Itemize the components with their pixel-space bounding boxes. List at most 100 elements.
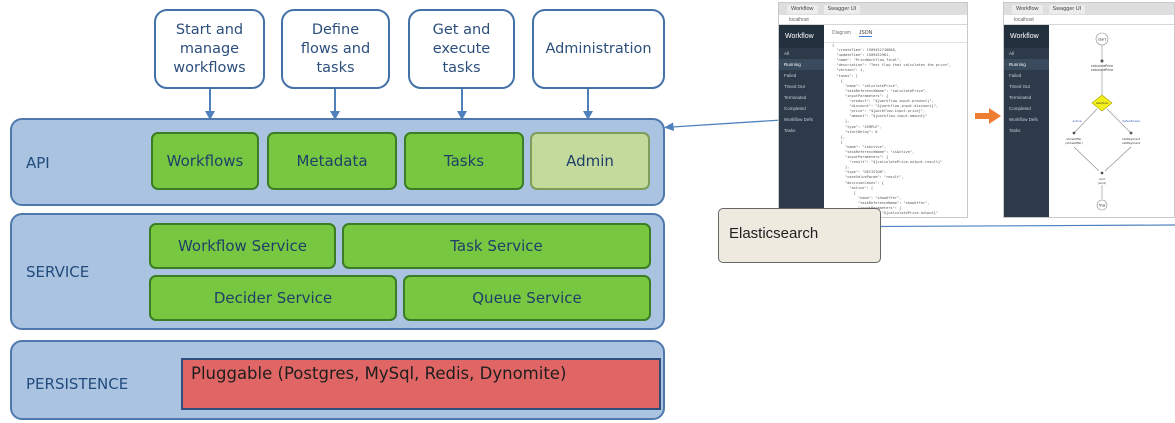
- json-code-line: "taskReferenceName": "showOffer",: [832, 200, 930, 205]
- sidebar-item: Running: [779, 59, 824, 70]
- sidebar-item: Tasks: [1009, 128, 1021, 133]
- task-node-ref: (showOffer): [1065, 141, 1083, 145]
- app-title: Workflow: [779, 25, 824, 48]
- workflow-graph: start calculatePrice calculatePrice isAc…: [1065, 32, 1141, 211]
- json-code-line: "startDelay": 0: [832, 129, 878, 134]
- elasticsearch-box: Elasticsearch: [718, 208, 881, 263]
- json-code-line: {: [832, 78, 843, 83]
- down-arrow-icon: [583, 89, 593, 120]
- final-node-label: final: [1099, 204, 1106, 208]
- service-box-decider: Decider Service: [149, 275, 397, 321]
- service-layer: SERVICE Workflow Service Task Service De…: [10, 213, 665, 330]
- api-box-tasks: Tasks: [404, 132, 524, 190]
- ui-screenshot-diagram: Workflow Swagger UI localhost Workflow A…: [1003, 2, 1175, 218]
- json-code-line: "name": "calculatePrice",: [832, 83, 900, 88]
- task-node-label: showOffer: [1066, 137, 1082, 141]
- sidebar-item: Timed Out: [1009, 84, 1030, 89]
- decision-node: [1091, 94, 1113, 112]
- json-code-line: "type": "DECISION",: [832, 170, 887, 175]
- json-code-line: },: [832, 134, 845, 139]
- json-code-line: "description": "Test flow that calculate…: [832, 63, 951, 68]
- down-arrow-icon: [205, 89, 215, 120]
- browser-tab: Swagger UI: [823, 4, 861, 14]
- json-code-line: "inputParameters": {: [832, 155, 889, 160]
- client-bubble-define-flows: Define flows and tasks: [281, 9, 390, 89]
- json-code-line: "createTime": 1509452740880,: [832, 48, 897, 53]
- json-code-line: "type": "SIMPLE",: [832, 124, 882, 129]
- api-layer-label: API: [26, 154, 50, 172]
- json-code-line: "decisionCases": {: [832, 180, 884, 185]
- sidebar-item: Completed: [784, 106, 806, 111]
- app-sidebar: Workflow All Running Failed Timed Out Te…: [779, 25, 824, 217]
- app-title: Workflow: [1004, 25, 1049, 48]
- persistence-layer: PERSISTENCE Pluggable (Postgres, MySql, …: [10, 340, 665, 420]
- json-code-line: "caseValueParam": "result",: [832, 175, 904, 180]
- down-arrow-icon: [457, 89, 467, 120]
- json-code-line: "discount": "${workflow.input.discount}"…: [832, 104, 939, 109]
- json-code-line: "inputParameters": {: [832, 93, 889, 98]
- json-code-block: { "createTime": 1509452740880, "updateTi…: [824, 43, 967, 217]
- json-code-line: "active": [: [832, 185, 874, 190]
- service-box-workflow: Workflow Service: [149, 223, 336, 269]
- start-node: [1095, 32, 1109, 46]
- json-code-line: "tasks": [: [832, 73, 858, 78]
- json-code-line: "price": "${workflow.input.price}",: [832, 109, 926, 114]
- client-bubble-start-manage: Start and manage workflows: [154, 9, 265, 89]
- service-box-task: Task Service: [342, 223, 651, 269]
- tab-diagram: Diagram: [832, 30, 851, 36]
- start-node-label: start: [1098, 38, 1107, 42]
- down-arrow-icon: [330, 89, 340, 120]
- join-node-label: end: [1099, 177, 1105, 181]
- api-box-metadata: Metadata: [267, 132, 397, 190]
- json-code-line: {: [832, 43, 835, 47]
- ui-to-api-arrow-icon: [664, 119, 782, 131]
- url-bar: localhost: [779, 15, 967, 25]
- final-node: [1096, 199, 1108, 211]
- sidebar-item: Workflow Defs: [1009, 117, 1038, 122]
- sidebar-item: Tasks: [784, 128, 796, 133]
- task-node-label: calculatePrice: [1091, 64, 1113, 68]
- decision-node-label: isActive: [1096, 101, 1108, 105]
- elasticsearch-link-line: [880, 224, 1175, 228]
- task-node-ref: callPayment: [1122, 141, 1141, 145]
- json-code-line: "updateTime": 1509452901,: [832, 53, 891, 58]
- app-sidebar: Workflow All Running Failed Timed Out Te…: [1004, 25, 1049, 217]
- branch-label: defaultCase: [1122, 119, 1140, 123]
- json-code-line: "amount": "${workflow.input.amount}": [832, 114, 928, 119]
- branch-label: active: [1072, 119, 1081, 123]
- json-code-line: "result": "${calculatePrice.output.resul…: [832, 160, 943, 165]
- sidebar-item: Timed Out: [784, 84, 805, 89]
- url-bar: localhost: [1004, 15, 1174, 25]
- json-code-line: "taskReferenceName": "calculatePrice",: [832, 88, 928, 93]
- browser-tab: Workflow: [1012, 4, 1043, 14]
- service-box-queue: Queue Service: [403, 275, 651, 321]
- ui-screenshot-json: Workflow Swagger UI localhost Workflow A…: [778, 2, 968, 218]
- sidebar-item: Running: [1004, 59, 1049, 70]
- json-code-line: "name": "showOffer",: [832, 195, 902, 200]
- sidebar-item: Failed: [784, 73, 797, 78]
- json-code-line: },: [832, 119, 850, 124]
- sidebar-item: Terminated: [784, 95, 807, 100]
- sidebar-item: Failed: [1009, 73, 1022, 78]
- task-node-ref: calculatePrice: [1091, 68, 1113, 72]
- sidebar-item: All: [1009, 51, 1015, 56]
- browser-tab: Swagger UI: [1048, 4, 1086, 14]
- json-code-line: "name": "isActive",: [832, 144, 887, 149]
- api-box-workflows: Workflows: [151, 132, 259, 190]
- client-bubble-administration: Administration: [532, 9, 665, 89]
- json-code-line: "taskReferenceName": "isActive",: [832, 149, 915, 154]
- browser-tab: Workflow: [787, 4, 818, 14]
- json-code-line: {: [832, 139, 843, 144]
- json-code-line: {: [832, 190, 856, 195]
- json-code-line: },: [832, 165, 850, 170]
- json-code-line: "product": "${workflow.input.product}",: [832, 99, 934, 104]
- service-layer-label: SERVICE: [26, 263, 90, 281]
- workflow-diagram-panel: start calculatePrice calculatePrice isAc…: [1049, 25, 1174, 217]
- task-node-label: callPayment: [1122, 137, 1141, 141]
- sidebar-item: All: [784, 51, 790, 56]
- api-box-admin: Admin: [530, 132, 650, 190]
- orange-arrow-icon: [975, 108, 1001, 124]
- json-panel: Diagram JSON { "createTime": 15094527408…: [824, 25, 967, 217]
- api-layer: API Workflows Metadata Tasks Admin: [10, 118, 665, 206]
- json-code-line: "version": 1,: [832, 68, 865, 73]
